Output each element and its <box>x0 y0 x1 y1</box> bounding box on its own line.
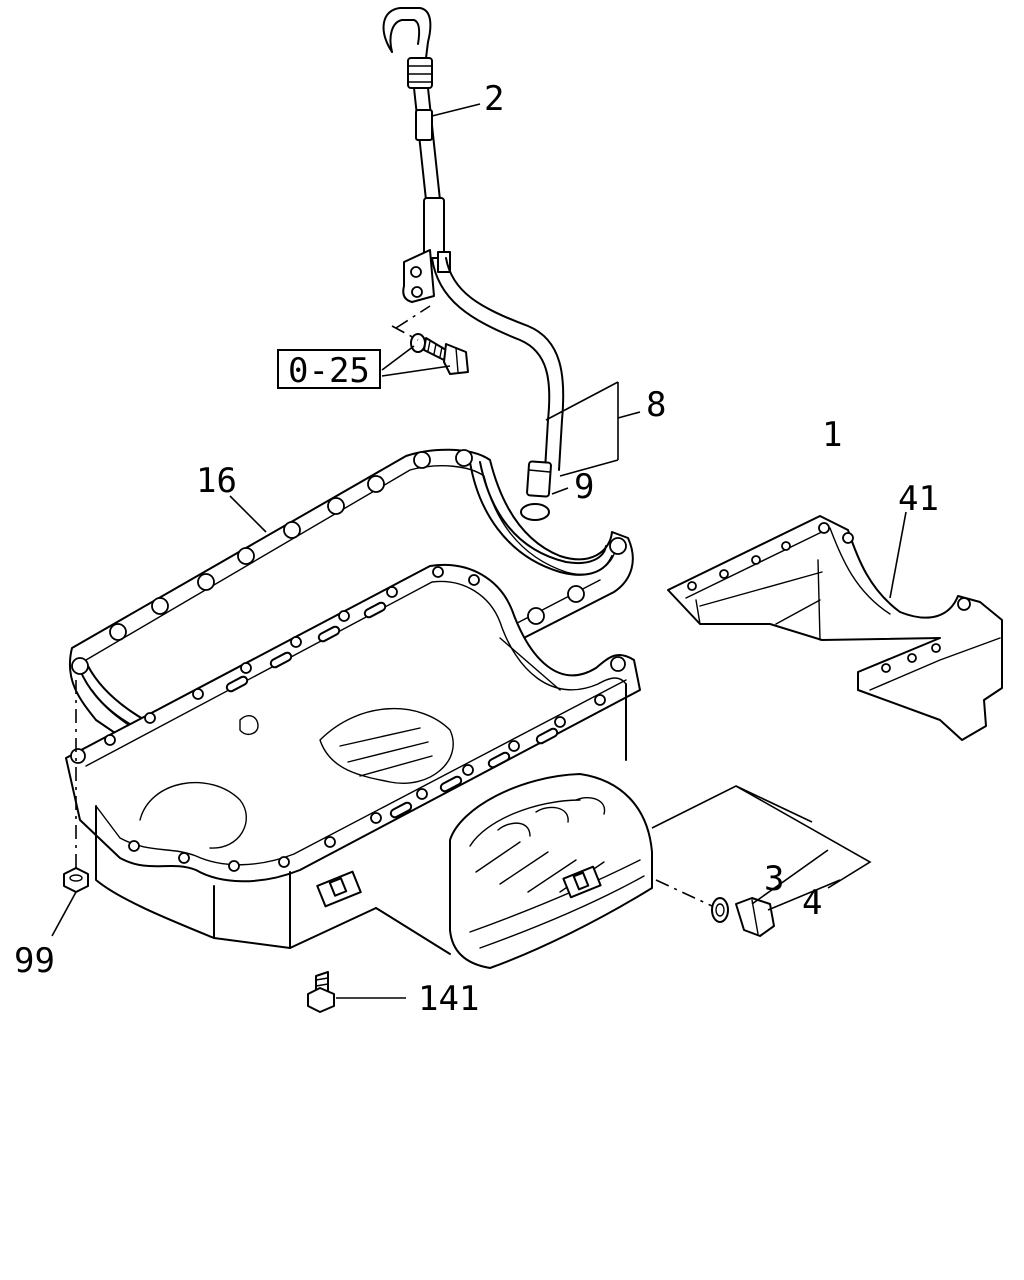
callout-8: 8 <box>646 385 666 425</box>
oil-pan <box>65 563 641 955</box>
callout-9: 9 <box>574 467 594 507</box>
bolt-141 <box>307 971 335 1013</box>
baffle-plate <box>667 515 1003 741</box>
gasket-holes-back <box>71 449 473 675</box>
o-ring-9 <box>520 503 550 521</box>
callout-3: 3 <box>764 859 784 899</box>
washer-3 <box>711 897 729 923</box>
ref-box-frame <box>277 349 381 389</box>
callout-99: 99 <box>14 941 55 981</box>
dipstick-assembly <box>382 7 565 521</box>
drain-plug-parts <box>655 879 775 937</box>
leader-lines <box>51 103 907 999</box>
bracket-bolt <box>391 305 469 375</box>
oil-pan-sump <box>449 773 653 969</box>
callout-141: 141 <box>418 979 479 1019</box>
ref-box-label: 0-25 <box>288 351 370 391</box>
callout-41: 41 <box>898 479 939 519</box>
callout-1: 1 <box>822 415 842 455</box>
nut-99 <box>63 680 89 893</box>
callout-2: 2 <box>484 79 504 119</box>
callout-16: 16 <box>196 461 237 501</box>
callout-4: 4 <box>802 883 822 923</box>
